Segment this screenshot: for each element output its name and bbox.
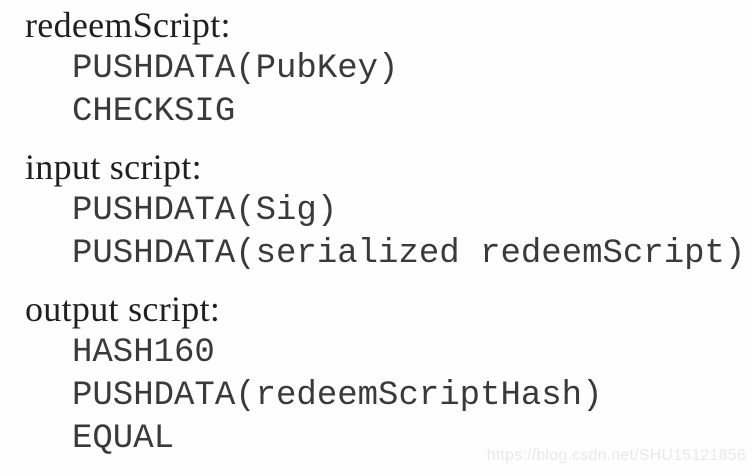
code-line-pushdata-pubkey: PUSHDATA(PubKey)	[72, 50, 399, 88]
code-line-checksig: CHECKSIG	[72, 93, 236, 131]
input-script-section: input script: PUSHDATA(Sig) PUSHDATA(ser…	[25, 144, 752, 276]
output-script-heading: output script:	[25, 289, 221, 329]
output-script-section: output script: HASH160 PUSHDATA(redeemSc…	[25, 286, 752, 461]
script-listing: redeemScript: PUSHDATA(PubKey) CHECKSIG …	[25, 2, 752, 461]
code-line-pushdata-sig: PUSHDATA(Sig)	[72, 192, 338, 230]
watermark-url: https://blog.csdn.net/SHU15121856	[486, 447, 746, 464]
redeem-script-heading: redeemScript:	[25, 5, 231, 45]
redeem-script-section: redeemScript: PUSHDATA(PubKey) CHECKSIG	[25, 2, 752, 134]
code-line-pushdata-serialized-redeemscript: PUSHDATA(serialized redeemScript)	[72, 235, 746, 273]
input-script-heading: input script:	[25, 147, 202, 187]
code-line-pushdata-redeemscripthash: PUSHDATA(redeemScriptHash)	[72, 377, 603, 415]
code-line-hash160: HASH160	[72, 334, 215, 372]
code-line-equal: EQUAL	[72, 420, 175, 458]
